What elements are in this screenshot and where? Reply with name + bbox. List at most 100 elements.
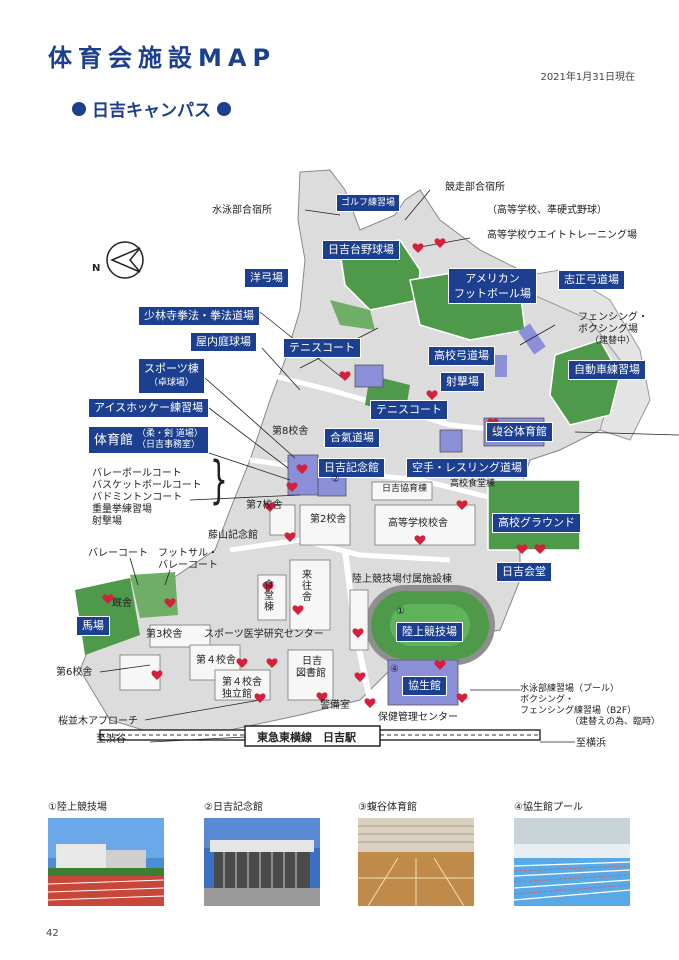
heart-icon: [264, 502, 276, 512]
volley-list-item: 射撃場: [92, 516, 122, 527]
label-kyosei[interactable]: 協生館: [402, 676, 447, 696]
text-volley-court: バレーコート: [88, 548, 148, 559]
text-koko-kosha: 高等学校校舎: [388, 518, 448, 529]
label-sports-line1: スポーツ棟: [144, 362, 199, 375]
label-okunai[interactable]: 屋内庭球場: [190, 332, 257, 352]
text-pool-4: （建替えの為、臨時）: [570, 717, 661, 727]
bldg-raiosha: [289, 559, 331, 631]
text-fencing-2: ボクシング場: [578, 324, 638, 335]
label-ice[interactable]: アイスホッケー練習場: [88, 398, 210, 418]
text-kosha7: 第7校舎: [246, 500, 283, 511]
photo-stadium[interactable]: [48, 818, 164, 906]
label-koko-ground[interactable]: 高校グラウンド: [492, 513, 581, 533]
label-tennis2[interactable]: テニスコート: [370, 400, 448, 420]
text-kosha4dokuritsu-2: 独立館: [222, 689, 252, 700]
heart-icon: [292, 605, 304, 615]
campus-heading: 日吉キャンパス: [66, 96, 237, 121]
heart-icon: [456, 500, 468, 510]
bldg-shokudo: [257, 574, 287, 621]
text-koko-yakyu: （高等学校、準硬式野球）: [487, 205, 607, 216]
label-baba[interactable]: 馬場: [76, 616, 110, 636]
text-hoken: 保健管理センター: [378, 712, 458, 723]
label-youkyu[interactable]: 洋弓場: [244, 268, 289, 288]
text-rikujo-fuzoku: 陸上競技場付属施設棟: [352, 574, 452, 585]
bullet-icon: [217, 101, 231, 116]
heart-icon: [426, 390, 438, 400]
heart-markers: [102, 238, 546, 708]
label-karate[interactable]: 空手・レスリング道場: [406, 458, 528, 478]
text-yokohama: 至横浜: [576, 738, 606, 749]
label-koko-kyudo[interactable]: 高校弓道場: [428, 346, 495, 366]
text-pool-2: ボクシング・: [520, 695, 575, 705]
marker-1: ①: [396, 606, 405, 617]
heart-icon: [434, 660, 446, 670]
text-keibi: 警備室: [320, 700, 350, 711]
label-aiki[interactable]: 合氣道場: [324, 428, 380, 448]
text-kyusha: 厩舎: [112, 598, 132, 609]
road: [229, 537, 451, 563]
text-sports-igaku: スポーツ医学研究センター: [204, 629, 324, 640]
label-taiikukan[interactable]: 体育館 （柔・剣 道場） （日吉事務室）: [88, 426, 209, 454]
text-koko-weight: 高等学校ウエイトトレーニング場: [487, 230, 637, 241]
label-shageki[interactable]: 射撃場: [440, 372, 485, 392]
text-kosha8: 第8校舎: [272, 426, 309, 437]
photo-caption: ②日吉記念館: [204, 802, 263, 813]
label-kinenkan[interactable]: 日吉記念館: [318, 458, 385, 478]
heart-icon: [316, 692, 328, 702]
page-title: 体育会施設MAP: [48, 44, 277, 72]
label-football-line1: アメリカン: [465, 272, 520, 285]
page-number: 42: [46, 928, 59, 939]
bullet-icon: [72, 101, 86, 116]
text-toshokan-1: 日吉: [302, 656, 322, 667]
label-taiikukan-sub1: （柔・剣 道場）: [137, 429, 203, 439]
text-kosha4dokuritsu-1: 第４校舎: [222, 677, 262, 688]
label-shorinji[interactable]: 少林寺拳法・拳法道場: [138, 306, 260, 326]
photo-mamushi-gym[interactable]: [358, 818, 474, 906]
label-rikujo[interactable]: 陸上競技場: [396, 622, 463, 642]
label-jidosha[interactable]: 自動車練習場: [568, 360, 646, 380]
label-football[interactable]: アメリカン フットボール場: [448, 268, 537, 304]
label-taiikukan-main: 体育館: [94, 432, 134, 448]
text-sakura: 桜並木アプローチ: [58, 716, 138, 727]
heart-icon: [434, 238, 446, 248]
heart-icon: [339, 371, 351, 381]
heart-icon: [286, 482, 298, 492]
label-football-line2: フットボール場: [454, 287, 531, 300]
futsal-field: [130, 572, 178, 618]
heart-icon: [236, 658, 248, 668]
text-fencing-1: フェンシング・: [578, 312, 648, 323]
text-kosha2: 第2校舎: [310, 514, 347, 525]
label-sports[interactable]: スポーツ棟 （卓球場）: [138, 358, 205, 394]
text-koko-shokudo: 高校食堂棟: [450, 479, 496, 489]
north-arrow-icon: [106, 241, 144, 279]
bldg-kyodo: [371, 481, 433, 501]
photo-pool[interactable]: [514, 818, 630, 906]
station-box: [244, 725, 381, 747]
label-kaido[interactable]: 日吉会堂: [496, 562, 552, 582]
heart-icon: [266, 658, 278, 668]
label-shisei[interactable]: 志正弓道場: [558, 270, 625, 290]
text-fujiyama: 藤山記念館: [208, 530, 258, 541]
photo-kinenkan[interactable]: [204, 818, 320, 906]
heart-icon: [456, 693, 468, 703]
bldg-kosha7: [269, 504, 296, 536]
heart-icon: [262, 582, 274, 592]
heart-icon: [354, 672, 366, 682]
volley-list-item: バスケットボールコート: [92, 480, 202, 491]
text-shokudo: 食堂棟: [264, 580, 274, 613]
volley-list-item: バドミントンコート: [92, 492, 183, 503]
label-yakyu[interactable]: 日吉台野球場: [322, 240, 400, 260]
text-station: 東急東横線 日吉駅: [257, 731, 356, 744]
heart-icon: [284, 532, 296, 542]
bldg-karate: [439, 429, 463, 453]
label-sports-line2: （卓球場）: [148, 378, 194, 388]
bldg-shisei: [518, 323, 546, 355]
bldg-library: [287, 649, 334, 701]
label-tennis1[interactable]: テニスコート: [283, 338, 361, 358]
label-golf[interactable]: ゴルフ練習場: [336, 194, 401, 212]
bldg-rikujo-fuzoku: [349, 589, 369, 651]
photo-caption: ③蝮谷体育館: [358, 802, 417, 813]
label-mamushi[interactable]: 蝮谷体育館: [486, 422, 553, 442]
text-fencing-3: （建替中）: [590, 336, 636, 346]
heart-icon: [352, 628, 364, 638]
